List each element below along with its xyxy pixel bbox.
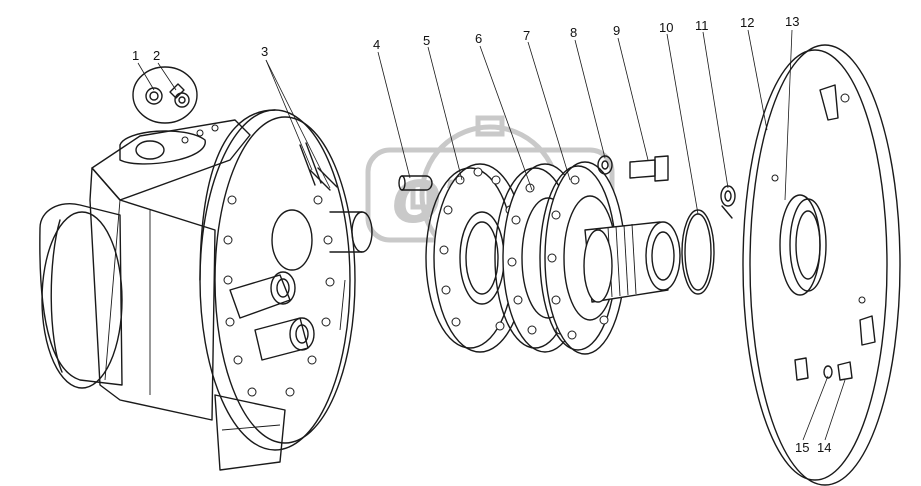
- part-8-washer: [597, 155, 613, 175]
- inset-fittings: [132, 66, 198, 124]
- label-part-3: 3: [261, 44, 268, 59]
- part-9-bolt: [629, 155, 669, 182]
- part-4-dowel-pin: [398, 175, 433, 191]
- label-part-8: 8: [570, 25, 577, 40]
- part-14-screw: [837, 361, 853, 381]
- hub-bosses: [229, 209, 315, 361]
- label-part-13: 13: [785, 14, 799, 29]
- part-2-fitting: [169, 83, 190, 108]
- part-number-labels: 1 2 3 4 5 6 7 8 9 10 11 12 13 14 15: [132, 14, 831, 455]
- label-part-9: 9: [613, 23, 620, 38]
- label-part-15: 15: [795, 440, 809, 455]
- part-10-o-ring: [681, 209, 715, 295]
- part-3-studs: [299, 142, 338, 191]
- label-part-11: 11: [695, 18, 709, 33]
- flange-bolt-holes: [223, 195, 335, 397]
- label-part-6: 6: [475, 31, 482, 46]
- label-part-14: 14: [817, 440, 831, 455]
- label-part-4: 4: [373, 37, 380, 52]
- splined-shaft: [583, 221, 681, 303]
- label-part-5: 5: [423, 33, 430, 48]
- part-11-lock-washer: [720, 185, 736, 219]
- label-part-12: 12: [740, 15, 754, 30]
- label-part-10: 10: [659, 20, 673, 35]
- label-part-1: 1: [132, 48, 139, 63]
- part-1-plug: [145, 87, 163, 105]
- part-12-cover: [742, 44, 901, 486]
- leader-lines: [137, 29, 846, 441]
- label-part-7: 7: [523, 28, 530, 43]
- part-13-seal: [779, 194, 827, 296]
- part-15-washer: [823, 365, 833, 379]
- label-part-2: 2: [153, 48, 160, 63]
- hub-housing: [39, 109, 373, 471]
